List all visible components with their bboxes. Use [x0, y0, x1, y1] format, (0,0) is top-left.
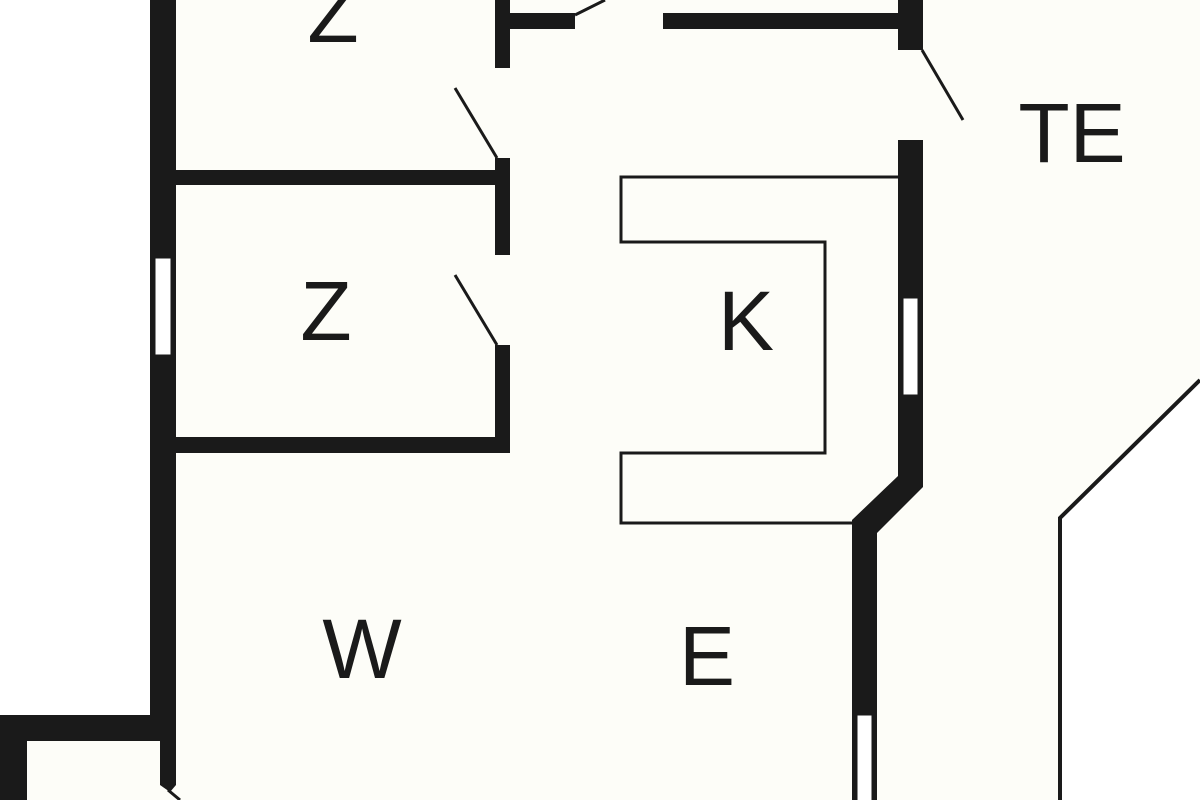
wall-corridor-2 — [495, 158, 510, 255]
wall-right-top — [898, 0, 923, 50]
window-right — [902, 297, 919, 396]
wall-bedroom-divider — [176, 170, 510, 185]
wall-top-2 — [663, 13, 903, 29]
wall-corridor-3 — [495, 345, 510, 453]
kitchen-counter — [619, 175, 898, 525]
room-label-bedroom-middle: Z — [300, 264, 351, 358]
room-label-living: W — [322, 602, 401, 696]
room-label-bedroom-top: Z — [307, 0, 358, 60]
door-terrace — [920, 49, 965, 121]
room-label-dining: E — [679, 609, 735, 703]
wall-bedroom-bottom — [176, 437, 510, 453]
window-left — [154, 257, 172, 356]
door-bedroom-top — [453, 87, 499, 159]
terrace-boundary — [1058, 378, 1200, 800]
wall-corridor-1 — [495, 0, 510, 68]
wall-left-lower — [0, 715, 27, 800]
door-bottom-left — [167, 788, 181, 800]
wall-left — [150, 0, 176, 740]
room-label-terrace: TE — [1018, 86, 1125, 180]
wall-stub — [160, 740, 176, 792]
door-top — [574, 0, 606, 17]
wall-top-1 — [495, 13, 575, 29]
wall-bottom-left — [0, 715, 176, 741]
room-label-kitchen: K — [718, 274, 774, 368]
window-bottom-right — [856, 714, 873, 800]
door-bedroom-middle — [453, 274, 499, 346]
